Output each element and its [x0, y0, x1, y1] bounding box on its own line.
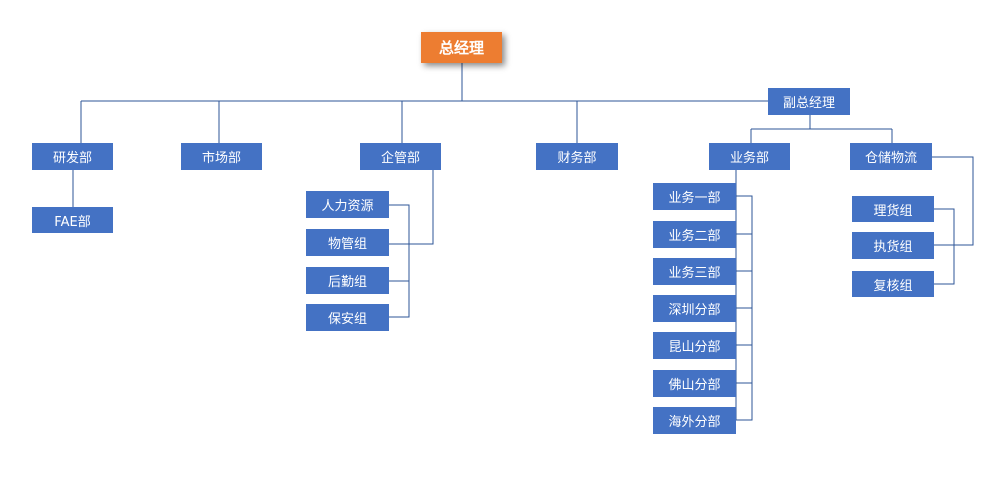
group-foshan[interactable]: 佛山分部 — [653, 370, 736, 397]
group-shenzhen[interactable]: 深圳分部 — [653, 295, 736, 322]
dept-logistics[interactable]: 仓储物流 — [850, 143, 932, 170]
group-kunshan[interactable]: 昆山分部 — [653, 332, 736, 359]
group-hr[interactable]: 人力资源 — [306, 191, 389, 218]
group-sales-1[interactable]: 业务一部 — [653, 183, 736, 210]
group-picking[interactable]: 执货组 — [852, 232, 934, 259]
group-review[interactable]: 复核组 — [852, 271, 934, 297]
group-logistics-support[interactable]: 后勤组 — [306, 267, 389, 294]
dept-marketing[interactable]: 市场部 — [181, 143, 262, 170]
group-sales-2[interactable]: 业务二部 — [653, 221, 736, 248]
dept-finance[interactable]: 财务部 — [536, 143, 618, 170]
group-overseas[interactable]: 海外分部 — [653, 407, 736, 434]
dept-admin[interactable]: 企管部 — [360, 143, 441, 170]
dept-sales[interactable]: 业务部 — [709, 143, 790, 170]
group-security[interactable]: 保安组 — [306, 304, 389, 331]
ceo-box[interactable]: 总经理 — [421, 32, 502, 63]
vice-gm-box[interactable]: 副总经理 — [768, 88, 850, 115]
group-sales-3[interactable]: 业务三部 — [653, 258, 736, 285]
group-property[interactable]: 物管组 — [306, 229, 389, 256]
group-sorting[interactable]: 理货组 — [852, 196, 934, 222]
group-fae[interactable]: FAE部 — [32, 207, 113, 233]
dept-rnd[interactable]: 研发部 — [32, 143, 113, 170]
